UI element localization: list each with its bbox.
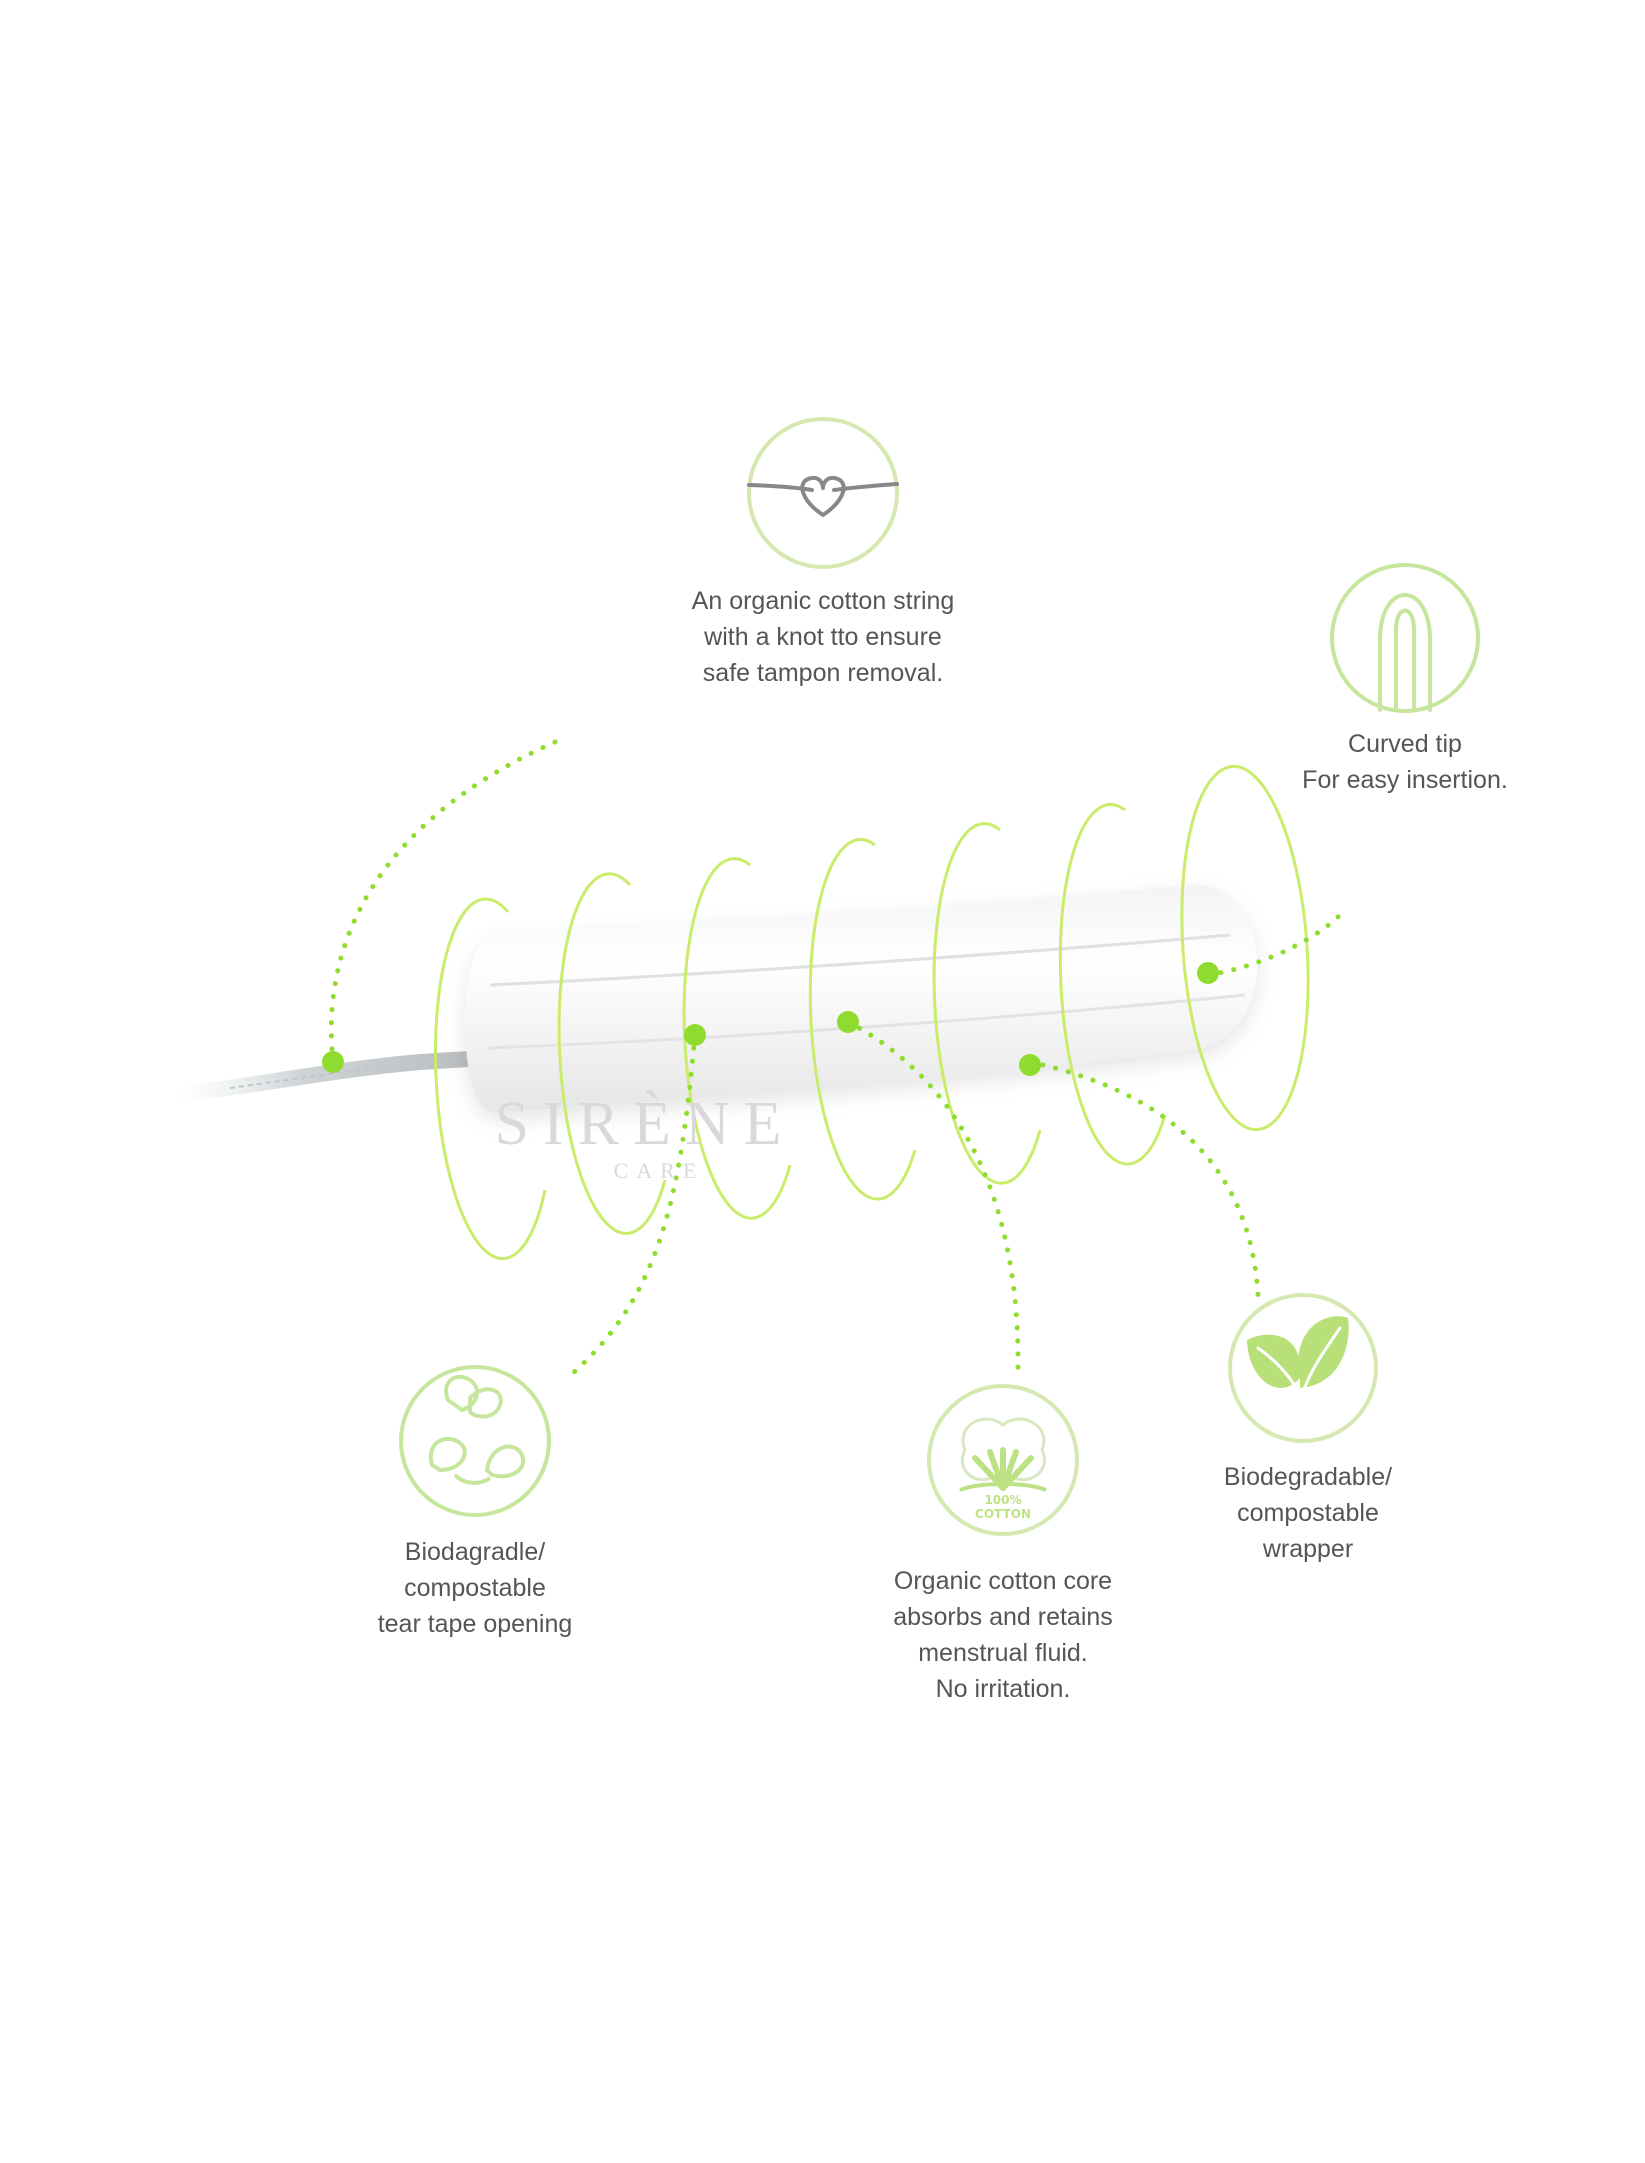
caption-line: An organic cotton string (691, 587, 955, 615)
cotton-badge-label: COTTON (975, 1507, 1031, 1521)
caption-wrapper: Biodegradable/ compostable wrapper (1158, 1459, 1458, 1567)
caption-line: wrapper (1262, 1535, 1354, 1563)
caption-line: Organic cotton core (893, 1567, 1113, 1595)
leader-lines (328, 739, 1343, 1383)
brand-watermark: SIRÈNE CARE (490, 1090, 800, 1184)
anchor-dot-string (322, 1051, 344, 1073)
caption-line: compostable (1237, 1499, 1379, 1527)
heart-knot-string-icon (747, 417, 899, 569)
caption-line: Biodegradable/ (1223, 1463, 1393, 1491)
caption-line: with a knot tto ensure (704, 623, 942, 651)
anchor-dot-tip (1197, 962, 1219, 984)
wrap-ring (1058, 803, 1167, 1166)
anchor-dot-core (837, 1011, 859, 1033)
anchor-dots (322, 962, 1219, 1076)
leader-tear-tape (562, 1032, 698, 1383)
wrap-ring (808, 838, 917, 1201)
caption-line: Curved tip (1348, 730, 1462, 758)
caption-line: Biodagradle/ (404, 1538, 546, 1566)
caption-line: safe tampon removal. (702, 659, 944, 687)
cotton-string (167, 1050, 493, 1103)
caption-line: absorbs and retains (893, 1603, 1113, 1631)
anchor-dot-wrapper (1019, 1054, 1041, 1076)
caption-core: Organic cotton core absorbs and retains … (853, 1563, 1153, 1707)
anchor-dot-tear-tape (684, 1024, 706, 1046)
leader-core (845, 1019, 1021, 1373)
leaf-pair-icon (1228, 1293, 1378, 1443)
curved-tip-icon (1330, 563, 1480, 713)
caption-tear-tape: Biodagradle/ compostable tear tape openi… (325, 1534, 625, 1642)
cotton-badge-percent: 100% (984, 1493, 1021, 1507)
wrap-ring (682, 857, 792, 1220)
caption-line: tear tape opening (377, 1610, 573, 1638)
tampon-body (465, 884, 1257, 1112)
caption-line: compostable (404, 1574, 546, 1602)
wrap-rings (433, 764, 1310, 1261)
caption-tip: Curved tip For easy insertion. (1255, 726, 1555, 798)
brand-name: SIRÈNE (494, 1090, 796, 1158)
caption-line: menstrual fluid. (918, 1639, 1088, 1667)
cotton-flower-icon: 100% COTTON (927, 1384, 1079, 1536)
wrap-ring (557, 872, 667, 1235)
caption-line: No irritation. (935, 1675, 1071, 1703)
wrap-ring (932, 822, 1042, 1185)
brand-sub: CARE (613, 1158, 705, 1183)
leader-wrapper (1027, 1059, 1261, 1298)
caption-string: An organic cotton string with a knot tto… (623, 583, 1023, 691)
wrap-ring (1180, 764, 1310, 1132)
caption-line: For easy insertion. (1302, 766, 1508, 794)
leaves-cycle-icon (399, 1365, 551, 1517)
wrap-ring (433, 897, 547, 1261)
leader-string (328, 739, 558, 1065)
